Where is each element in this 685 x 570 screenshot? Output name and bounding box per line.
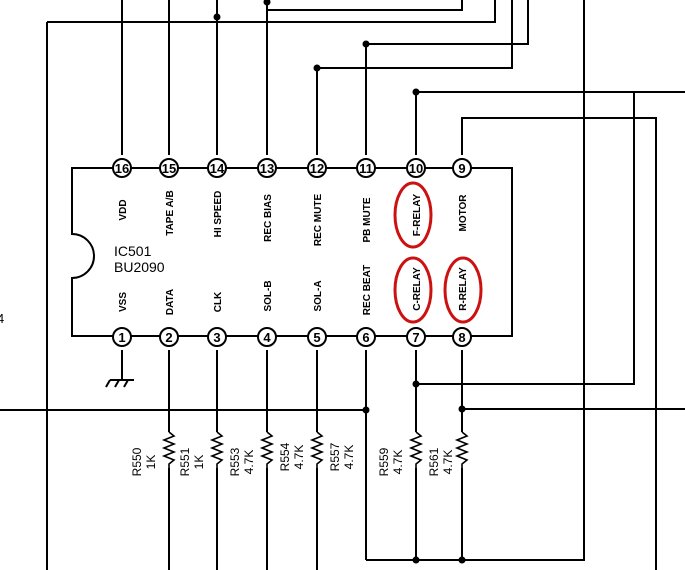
pin-1: 1 [112,327,132,347]
top-pin-labels: VDD TAPE A/B HI SPEED REC BIAS REC MUTE … [118,190,469,246]
pin-label-r-relay: R-RELAY [458,267,469,311]
pin-label-clk: CLK [213,291,224,312]
svg-text:11: 11 [359,161,373,176]
resistor-labels: R550 1K R551 1K R553 4.7K R554 4.7K R557… [130,442,455,476]
resistor-ref: R550 [130,447,144,476]
svg-text:14: 14 [210,161,225,176]
pin-3: 3 [207,327,227,347]
svg-text:10: 10 [409,161,423,176]
edge-mark: 4 [0,311,4,326]
pin-8: 8 [452,327,472,347]
bottom-pin-labels: VSS DATA CLK SOL-B SOL-A REC BEAT C-RELA… [118,265,469,315]
svg-text:15: 15 [162,161,176,176]
svg-text:1: 1 [118,330,125,345]
svg-text:3: 3 [213,330,220,345]
pin-label-vss: VSS [118,292,129,312]
resistor-ref: R553 [228,447,242,476]
svg-text:5: 5 [313,330,320,345]
resistor-ref: R557 [328,442,342,471]
bottom-pins: 1 2 3 4 5 6 7 8 [112,327,472,347]
ic-ref: IC501 [114,243,152,259]
pin-label-sol-b: SOL-B [263,280,274,311]
pin-15: 15 [159,158,179,178]
pin-label-hi-speed: HI SPEED [213,191,224,238]
resistor-value: 4.7K [242,450,256,475]
pin-label-rec-beat: REC BEAT [362,265,373,315]
pin-label-motor: MOTOR [458,194,469,232]
pin-label-data: DATA [165,289,176,315]
svg-text:13: 13 [260,161,274,176]
svg-text:12: 12 [310,161,324,176]
svg-text:9: 9 [458,161,465,176]
resistor-value: 4.7K [441,450,455,475]
top-pins: 16 15 14 13 12 11 10 9 [112,158,472,178]
pin-4: 4 [257,327,277,347]
pin-label-rec-bias: REC BIAS [263,194,274,242]
pin-label-f-relay: F-RELAY [412,193,423,236]
pin-11: 11 [356,158,376,178]
resistor-ref: R559 [377,447,391,476]
resistor-ref: R551 [178,447,192,476]
pin-14: 14 [207,158,227,178]
pin-12: 12 [307,158,327,178]
pin-label-rec-mute: REC MUTE [313,194,324,247]
pin-7: 7 [406,327,426,347]
pin-label-sol-a: SOL-A [313,280,324,311]
pin-16: 16 [112,158,132,178]
pin-10: 10 [406,158,426,178]
highlight-c-relay [393,256,433,324]
svg-text:16: 16 [115,161,129,176]
resistor-value: 4.7K [342,445,356,470]
pin-6: 6 [356,327,376,347]
pin-2: 2 [159,327,179,347]
resistor-value: 1K [192,455,206,470]
junction-dots [213,0,466,564]
highlight-marks [393,181,483,324]
ic-part: BU2090 [114,259,165,275]
pin-label-c-relay: C-RELAY [412,267,423,311]
svg-text:2: 2 [165,330,172,345]
pin-13: 13 [257,158,277,178]
resistor-value: 4.7K [391,450,405,475]
ic-designation: IC501 BU2090 [114,243,165,275]
resistor-value: 4.7K [292,445,306,470]
pin-5: 5 [307,327,327,347]
resistor-value: 1K [144,455,158,470]
resistor-zigzags [161,431,470,468]
svg-text:7: 7 [412,330,419,345]
pin-label-pb-mute: PB MUTE [362,197,373,242]
svg-text:8: 8 [458,330,465,345]
pin-label-vdd: VDD [118,199,129,220]
svg-text:6: 6 [362,330,369,345]
ic-body [71,167,513,337]
highlight-r-relay [443,256,483,324]
highlight-f-relay [393,181,433,249]
pin-9: 9 [452,158,472,178]
resistor-ref: R554 [278,442,292,471]
svg-text:4: 4 [263,330,271,345]
resistor-ref: R561 [427,447,441,476]
pin-label-tape-ab: TAPE A/B [165,190,176,236]
